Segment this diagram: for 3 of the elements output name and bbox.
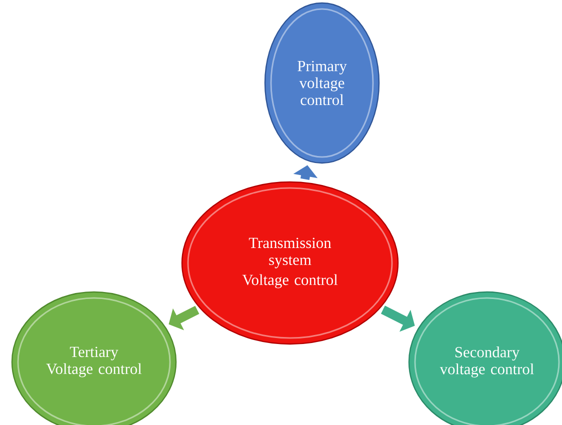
block-arrow	[168, 306, 200, 330]
circle-node: Transmission system Voltage control	[181, 181, 399, 345]
circle-node: Primary voltage control	[264, 2, 380, 164]
